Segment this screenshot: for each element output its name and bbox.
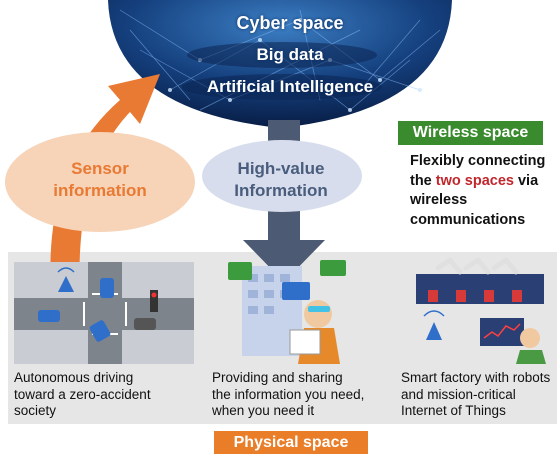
- caption-smart-factory: Smart factory with robots and mission-cr…: [401, 370, 551, 418]
- sensor-information-label: Sensor information: [53, 159, 147, 200]
- high-value-information-label: High-value Information: [234, 159, 328, 200]
- wireless-space-badge: Wireless space: [398, 121, 543, 145]
- ai-label: Artificial Intelligence: [206, 77, 374, 96]
- two-spaces-highlight: two spaces: [435, 172, 514, 189]
- cyber-space-globe: [108, 0, 452, 128]
- caption-information-sharing: Providing and sharing the information yo…: [212, 370, 365, 418]
- high-value-bubble: [202, 140, 362, 212]
- caption-autonomous-driving: Autonomous driving toward a zero-acciden…: [14, 370, 151, 418]
- physical-space-badge: Physical space: [214, 431, 368, 454]
- information-sharing-illustration: [228, 260, 346, 364]
- big-data-label: Big data: [256, 45, 324, 64]
- wireless-space-description: Flexibly connecting the two spaces via w…: [410, 153, 546, 228]
- cyber-space-title: Cyber space: [236, 13, 344, 33]
- sensor-bubble: [5, 132, 195, 232]
- autonomous-driving-illustration: [14, 262, 194, 364]
- smart-factory-illustration: [416, 258, 546, 364]
